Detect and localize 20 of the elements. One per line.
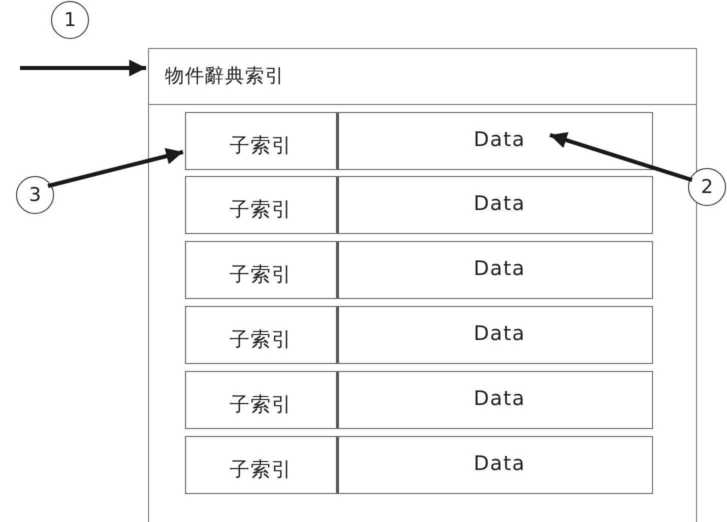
- arrow: [20, 60, 146, 76]
- index-cell: 子索引: [185, 241, 339, 299]
- index-cell: 子索引: [185, 112, 339, 170]
- index-panel: [148, 48, 697, 522]
- index-cell: 子索引: [185, 176, 339, 234]
- data-cell: Data: [337, 112, 653, 170]
- data-cell: Data: [337, 436, 653, 494]
- index-cell: 子索引: [185, 436, 339, 494]
- data-cell: Data: [337, 371, 653, 429]
- arrow: [48, 148, 184, 188]
- panel-title: 物件辭典索引: [165, 64, 285, 89]
- callout-number: 1: [51, 1, 89, 39]
- arrow: [549, 132, 693, 182]
- index-cell: 子索引: [185, 306, 339, 364]
- data-cell: Data: [337, 306, 653, 364]
- data-cell: Data: [337, 241, 653, 299]
- data-cell: Data: [337, 176, 653, 234]
- index-cell: 子索引: [185, 371, 339, 429]
- callout-number: 3: [16, 176, 54, 214]
- callout-number: 2: [688, 168, 726, 206]
